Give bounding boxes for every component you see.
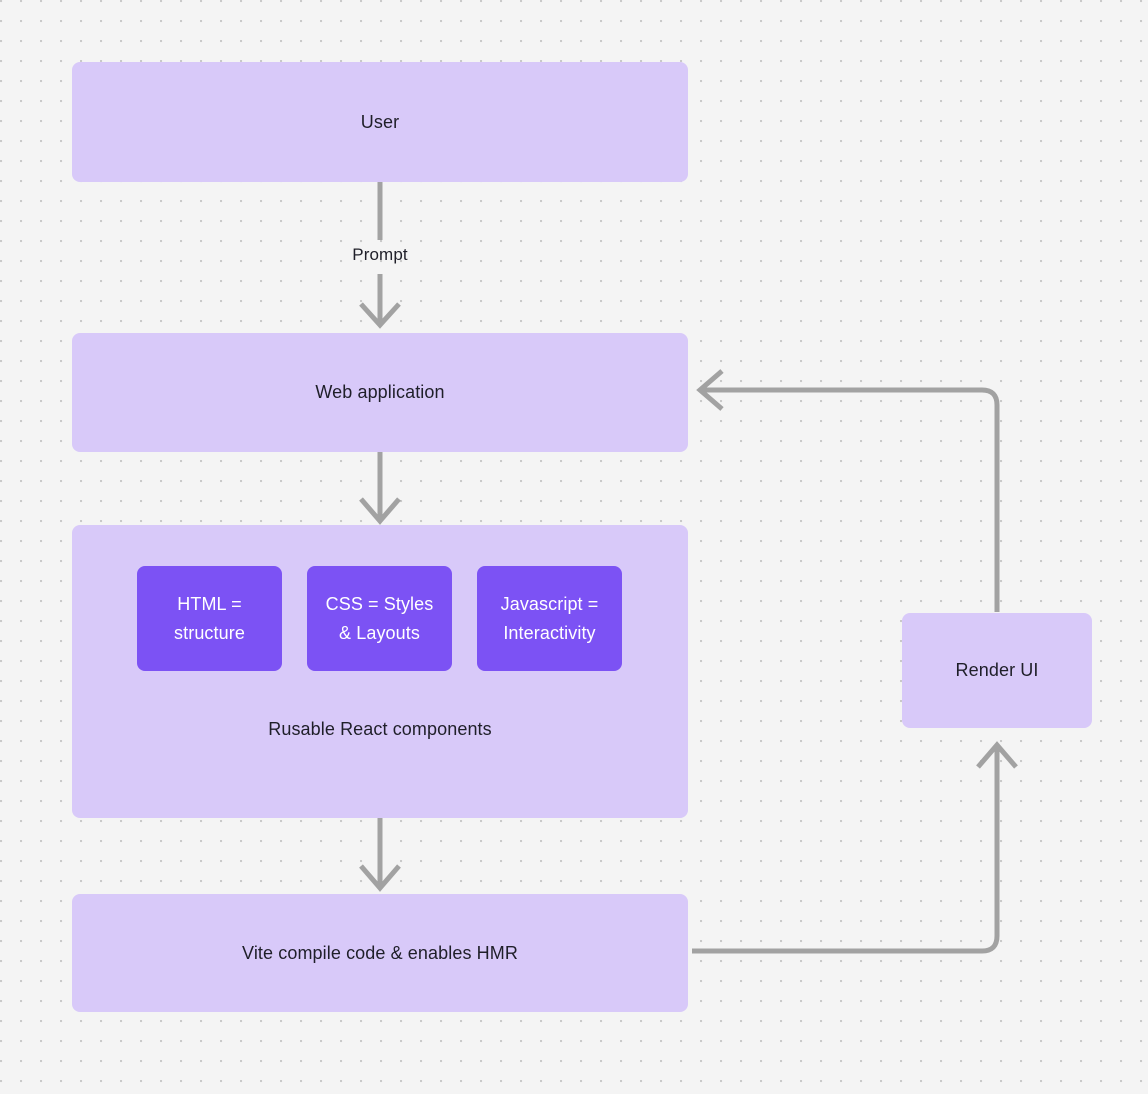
node-vite[interactable]: Vite compile code & enables HMR	[72, 894, 688, 1012]
node-html-label-line2: structure	[174, 622, 245, 643]
node-components-container[interactable]: HTML = structure CSS = Styles & Layouts Ja…	[72, 525, 688, 818]
node-javascript-label-line2: Interactivity	[503, 622, 596, 643]
node-user[interactable]: User	[72, 62, 688, 182]
node-web-application[interactable]: Web application	[72, 333, 688, 452]
edge-components-to-vite	[359, 818, 401, 892]
node-components-container-caption: Rusable React components	[268, 719, 492, 739]
node-user-label: User	[360, 111, 400, 132]
node-render-ui-label: Render UI	[955, 660, 1039, 680]
node-css-label-line1: CSS = Styles	[325, 593, 434, 614]
node-render-ui[interactable]: Render UI	[902, 613, 1092, 728]
node-javascript[interactable]: Javascript = Interactivity	[477, 566, 622, 671]
node-web-application-label: Web application	[315, 382, 445, 402]
node-css-label-line2: & Layouts	[339, 622, 420, 643]
edge-label-prompt: Prompt	[352, 245, 408, 264]
node-css[interactable]: CSS = Styles & Layouts	[307, 566, 452, 671]
node-html[interactable]: HTML = structure	[137, 566, 282, 671]
edge-web-application-to-components	[359, 452, 401, 525]
node-vite-label: Vite compile code & enables HMR	[242, 942, 518, 963]
node-html-label-line1: HTML =	[177, 593, 242, 614]
edge-vite-to-render-ui	[692, 741, 1018, 954]
edge-render-ui-to-web-application	[696, 369, 1000, 612]
node-javascript-label-line1: Javascript =	[500, 593, 599, 614]
